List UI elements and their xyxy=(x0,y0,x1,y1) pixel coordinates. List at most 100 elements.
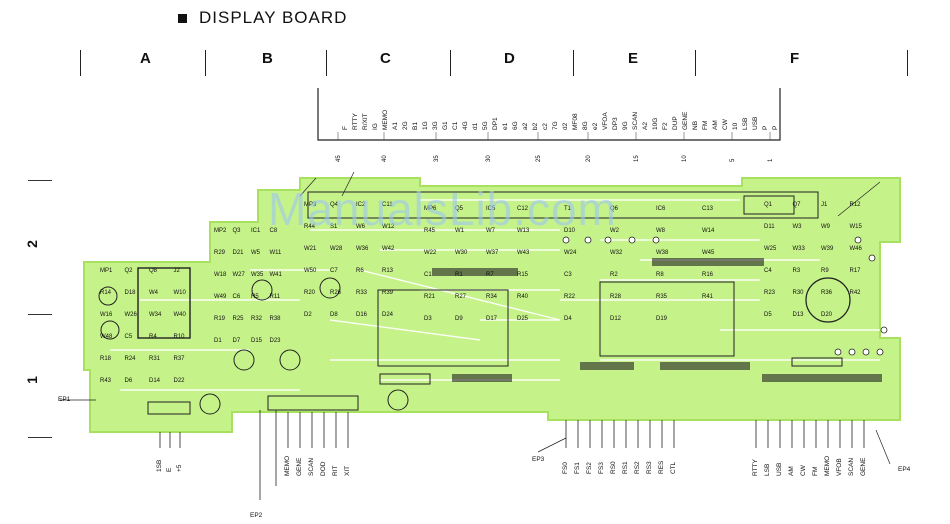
board-label: R42 xyxy=(849,290,861,296)
grid-column-e: E xyxy=(628,50,639,67)
connector-pin-label: e2 xyxy=(592,122,599,130)
transistor-q2 xyxy=(319,277,341,299)
board-label: R40 xyxy=(517,294,529,300)
board-label: D12 xyxy=(610,316,622,322)
bottom-left-label: E xyxy=(166,467,173,472)
board-label: R23 xyxy=(764,290,776,296)
board-label: R41 xyxy=(702,294,714,300)
board-label: Q5 xyxy=(455,206,464,212)
connector-pin-label: AM xyxy=(712,120,719,130)
bottom-far-right-label: RTTY xyxy=(752,459,759,476)
connector-pin-number: 20 xyxy=(586,155,592,162)
connector-pin-label: 5G xyxy=(482,121,489,130)
board-label: R7 xyxy=(486,272,494,278)
transistor-q7 xyxy=(251,279,273,301)
connector-pin-label: C1 xyxy=(452,121,459,130)
bottom-right-label: RS0 xyxy=(610,461,617,474)
board-label: R24 xyxy=(124,356,136,362)
connector-pin-label: e1 xyxy=(502,122,509,130)
connector-pin-label: F xyxy=(342,126,349,130)
board-label: R9 xyxy=(821,268,829,274)
board-label: R3 xyxy=(792,268,801,274)
bottom-right-label: FS1 xyxy=(574,462,581,474)
grid-column-f: F xyxy=(790,50,800,67)
board-label: R29 xyxy=(214,250,226,256)
transistor-q6 xyxy=(233,349,255,371)
board-label: MP1 xyxy=(100,268,113,274)
board-label: R33 xyxy=(356,290,368,296)
grid-tick xyxy=(205,50,206,76)
bottom-right-label: FS0 xyxy=(562,462,569,474)
board-label: D15 xyxy=(251,338,263,344)
board-label: R1 xyxy=(455,272,463,278)
bottom-mid-label: GENE xyxy=(296,457,303,476)
board-label: W37 xyxy=(486,250,499,256)
board-label: W36 xyxy=(356,246,369,252)
board-label: D22 xyxy=(173,378,185,384)
resistor-r11 xyxy=(660,362,750,370)
ic6 xyxy=(199,393,221,415)
connector-pin-ticks xyxy=(337,132,771,140)
transistor-q4 xyxy=(98,286,118,306)
connector-pin-label: CW xyxy=(722,119,729,130)
board-label: MP2 xyxy=(214,228,227,234)
board-label: D3 xyxy=(424,316,432,322)
bottom-right-label: RS1 xyxy=(622,461,629,474)
resistor-r13 xyxy=(452,374,512,382)
board-label: Q8 xyxy=(149,268,158,274)
resistor-r12 xyxy=(652,258,764,266)
board-label: C12 xyxy=(517,206,529,212)
grid-tick xyxy=(573,50,574,76)
board-label: R30 xyxy=(792,290,804,296)
ep1-label: EP1 xyxy=(58,396,71,403)
connector-pin-label: P xyxy=(772,125,779,130)
board-label: R19 xyxy=(214,316,226,322)
board-label: W9 xyxy=(821,224,830,230)
board-label: W42 xyxy=(382,246,395,252)
board-label: R13 xyxy=(382,268,394,274)
board-label: R16 xyxy=(702,272,714,278)
connector-pin-label: 10G xyxy=(652,117,659,130)
pcb-board xyxy=(60,171,901,500)
board-label: D11 xyxy=(764,224,775,230)
board-label: W48 xyxy=(100,334,113,340)
watermark: ManualsLib.com xyxy=(268,183,617,235)
board-label: R36 xyxy=(821,290,833,296)
board-label: C4 xyxy=(764,268,772,274)
bottom-far-right-label: MEMO xyxy=(824,455,831,476)
board-label: W30 xyxy=(455,250,468,256)
bottom-right-label: CTL xyxy=(670,461,677,474)
leader-lines xyxy=(60,171,891,465)
connector-pin-label: b2 xyxy=(532,122,539,130)
board-label: W25 xyxy=(764,246,777,252)
board-label: D23 xyxy=(269,338,281,344)
board-label: W11 xyxy=(269,250,282,256)
bottom-mid-label: RIT xyxy=(332,465,339,476)
connector-pin-label: SCAN xyxy=(632,111,639,130)
board-label: D24 xyxy=(382,312,394,318)
bottom-far-right-label: USB xyxy=(776,462,783,476)
board-label: R27 xyxy=(455,294,467,300)
connector-pin-label: RTTY xyxy=(352,113,359,130)
board-label: W34 xyxy=(149,312,162,318)
board-label: D21 xyxy=(232,250,244,256)
board-label: R18 xyxy=(100,356,112,362)
board-label: S1 xyxy=(330,224,338,230)
board-label: R11 xyxy=(269,294,281,300)
bottom-right-label: RS3 xyxy=(646,461,653,474)
board-label: W15 xyxy=(849,224,862,230)
transformer-t1 xyxy=(137,267,191,339)
resistor-r14 xyxy=(432,268,518,276)
board-label: R22 xyxy=(564,294,576,300)
grid-tick xyxy=(450,50,451,76)
ep2-label: EP2 xyxy=(250,512,263,519)
jack-j2 xyxy=(147,401,191,415)
row-tick xyxy=(28,180,52,181)
connector-pin-number: 40 xyxy=(382,155,388,162)
bottom-far-right-label: GENE xyxy=(860,457,867,476)
board-label: R43 xyxy=(100,378,112,384)
row-tick xyxy=(28,314,52,315)
board-label: W24 xyxy=(564,250,577,256)
board-label: D8 xyxy=(330,312,338,318)
bottom-mid-label: SCAN xyxy=(308,457,315,476)
